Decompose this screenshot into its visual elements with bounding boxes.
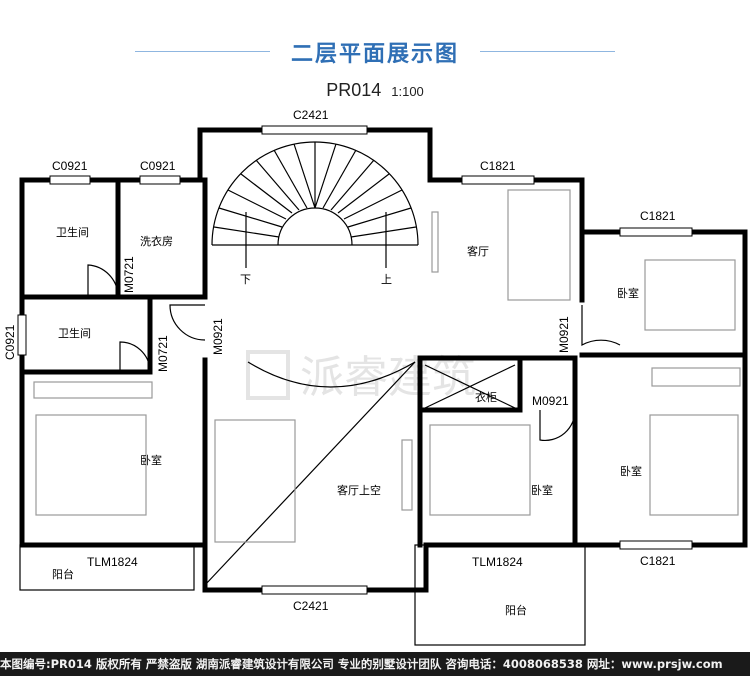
room-void: 客厅上空 bbox=[337, 483, 381, 497]
page-title: 二层平面展示图 bbox=[290, 42, 459, 67]
room-balcony-left: 阳台 bbox=[52, 567, 74, 581]
spiral-stair bbox=[211, 141, 419, 268]
stair-step bbox=[293, 143, 316, 209]
stair-step bbox=[314, 143, 337, 209]
walls bbox=[19, 127, 748, 593]
room-bedroom-left: 卧室 bbox=[140, 453, 162, 467]
doors bbox=[87, 264, 621, 586]
stair-up-label: 上 bbox=[381, 273, 392, 286]
closet-diagonal-b bbox=[424, 364, 516, 409]
wall-top bbox=[19, 127, 748, 235]
stair-step bbox=[347, 207, 412, 228]
room-bedroom-right-top: 卧室 bbox=[617, 286, 639, 300]
label-m0921-mid: M0921 bbox=[532, 394, 569, 408]
stair-down-label: 下 bbox=[240, 273, 251, 286]
void-railing-curve bbox=[247, 361, 416, 388]
label-c0921-left: C0921 bbox=[52, 159, 88, 173]
bed-right-bottom bbox=[649, 414, 739, 516]
room-laundry: 洗衣房 bbox=[140, 234, 173, 248]
label-tlm1824-left: TLM1824 bbox=[87, 555, 138, 569]
window-c1821-top bbox=[461, 175, 535, 185]
label-c1821-top: C1821 bbox=[480, 159, 516, 173]
window-c2421-bottom bbox=[261, 585, 368, 595]
room-closet: 衣柜 bbox=[475, 390, 497, 404]
footer-bar: 本图编号:PR014 版权所有 严禁盗版 湖南派睿建筑设计有限公司 专业的别墅设… bbox=[0, 652, 750, 676]
room-bathroom-2: 卫生间 bbox=[58, 326, 91, 340]
window-c0921-mid bbox=[139, 175, 181, 185]
title-rule-left bbox=[135, 51, 270, 52]
door-m0921-mid bbox=[539, 409, 576, 442]
label-m0721-b: M0721 bbox=[156, 335, 170, 372]
stair-step bbox=[343, 189, 403, 220]
plan-scale: 1:100 bbox=[391, 84, 424, 99]
stair-step bbox=[227, 189, 287, 220]
stair-step bbox=[218, 207, 283, 228]
room-balcony-right: 阳台 bbox=[505, 603, 527, 617]
label-tlm1824-right: TLM1824 bbox=[472, 555, 523, 569]
tv-cabinet-mid bbox=[401, 439, 413, 511]
stair-step bbox=[330, 159, 375, 211]
label-m0921-left: M0921 bbox=[211, 318, 225, 355]
stair-step bbox=[322, 149, 357, 209]
room-living: 客厅 bbox=[467, 244, 489, 258]
stair-step bbox=[350, 226, 417, 238]
floor-plan: 派睿建筑 bbox=[3, 108, 748, 646]
label-c1821-bottom: C1821 bbox=[640, 554, 676, 568]
wardrobe-right bbox=[651, 367, 741, 387]
door-m0921-left bbox=[169, 304, 206, 341]
stair-step bbox=[273, 149, 308, 209]
door-m0721-b bbox=[119, 341, 151, 372]
title-bar: 二层平面展示图 bbox=[0, 34, 750, 70]
window-c0921-side bbox=[17, 314, 27, 356]
living-sofa-set bbox=[507, 189, 571, 301]
stair-step bbox=[255, 159, 300, 211]
sofa-set-void bbox=[214, 419, 296, 543]
room-bedroom-right-bottom: 卧室 bbox=[620, 464, 642, 478]
plan-code: PR014 bbox=[326, 80, 382, 100]
room-bedroom-mid: 卧室 bbox=[531, 483, 553, 497]
label-c2421-bottom: C2421 bbox=[293, 599, 329, 613]
label-c0921-mid: C0921 bbox=[140, 159, 176, 173]
furniture bbox=[33, 189, 741, 543]
bed-left bbox=[35, 414, 147, 516]
void-diagonal bbox=[204, 361, 416, 586]
stair-inner-arc bbox=[277, 207, 353, 246]
label-m0721-a: M0721 bbox=[122, 256, 136, 293]
stair-step bbox=[240, 173, 293, 214]
wall-closet bbox=[417, 355, 523, 413]
living-tv bbox=[431, 211, 439, 273]
label-c1821-right: C1821 bbox=[640, 209, 676, 223]
watermark-logo bbox=[246, 350, 290, 400]
windows bbox=[17, 125, 693, 595]
plan-code-line: PR014 1:100 bbox=[0, 80, 750, 101]
wardrobe-left bbox=[33, 381, 153, 399]
label-c0921-side: C0921 bbox=[3, 324, 17, 360]
stair-step bbox=[337, 173, 390, 214]
window-c0921-left bbox=[49, 175, 91, 185]
room-bathroom-1: 卫生间 bbox=[56, 225, 89, 239]
window-c1821-bottom bbox=[619, 540, 693, 550]
label-c2421-top: C2421 bbox=[293, 108, 329, 122]
bed-mid bbox=[429, 424, 531, 516]
title-rule-right bbox=[480, 51, 615, 52]
door-m0921-right bbox=[581, 305, 621, 347]
bed-right-top bbox=[644, 259, 736, 331]
door-m0721-a bbox=[87, 264, 119, 297]
window-c2421-top bbox=[261, 125, 368, 135]
window-c1821-right bbox=[619, 227, 693, 237]
label-m0921-right: M0921 bbox=[557, 316, 571, 353]
